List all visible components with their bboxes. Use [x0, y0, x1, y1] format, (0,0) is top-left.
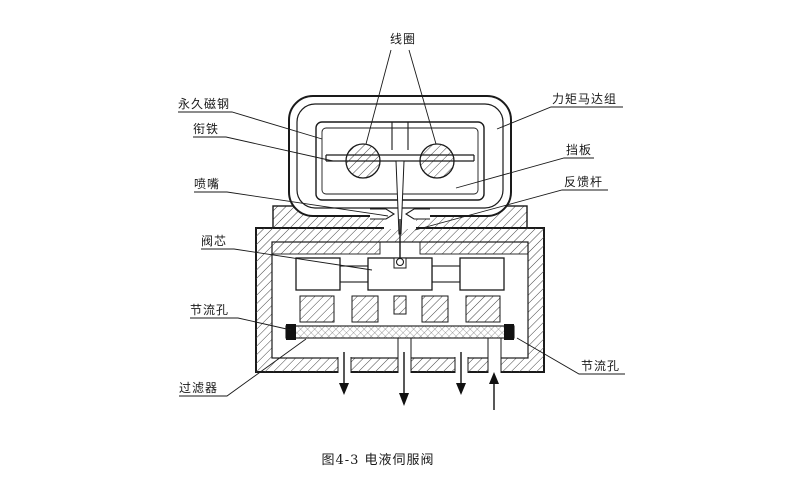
- orifice-right-block: [504, 324, 514, 340]
- port-blocks: [299, 295, 501, 323]
- label-baffle: 挡板: [566, 143, 593, 157]
- nozzles: [370, 208, 430, 220]
- leader-lines: [178, 49, 625, 397]
- label-filter: 过滤器: [179, 381, 219, 395]
- figure-caption: 图4-3 电液伺服阀: [321, 453, 435, 468]
- label-torque-motor: 力矩马达组: [552, 92, 618, 106]
- label-nozzle: 喷嘴: [194, 177, 221, 191]
- flow-arrows: [339, 352, 499, 410]
- flapper: [395, 160, 405, 235]
- label-coil: 线圈: [390, 32, 417, 46]
- feedback-rod: [395, 219, 405, 267]
- label-permanent-magnet: 永久磁钢: [178, 97, 231, 111]
- filter: [285, 324, 515, 340]
- label-feedback-rod: 反馈杆: [564, 175, 604, 189]
- spool: [295, 257, 505, 291]
- label-armature: 衔铁: [193, 122, 220, 136]
- orifice-left-block: [286, 324, 296, 340]
- label-spool: 阀芯: [201, 234, 228, 248]
- label-orifice-right: 节流孔: [581, 359, 621, 373]
- label-orifice-left: 节流孔: [190, 303, 230, 317]
